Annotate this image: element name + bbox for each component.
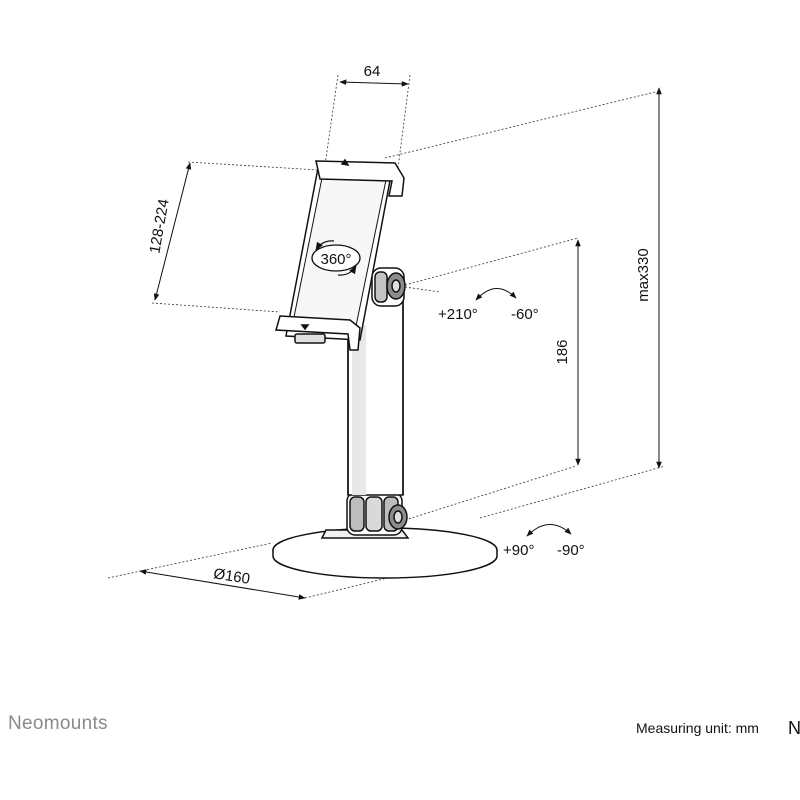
base-diameter-label: Ø160 (212, 565, 251, 588)
swivel-plus-label: +90° (503, 542, 534, 559)
brand-logo-text: Neomounts (8, 713, 108, 734)
max-height-label: max330 (635, 248, 652, 301)
tilt-down-label: -60° (511, 306, 539, 323)
tilt-up-label: +210° (438, 306, 478, 323)
dimension-lines (139, 79, 662, 600)
tilt-arc (475, 288, 517, 301)
clamp-width-label: 64 (364, 63, 381, 80)
lower-joint (346, 492, 408, 536)
measuring-unit-note: Measuring unit: mm (636, 720, 759, 736)
rotation-badge: 360° (311, 240, 361, 276)
upper-joint (371, 267, 406, 307)
swivel-minus-label: -90° (557, 542, 585, 559)
stand-base (272, 527, 498, 579)
cropped-edge-mark: N (788, 718, 800, 738)
rotation-label: 360° (320, 251, 351, 268)
swivel-arc (526, 524, 572, 537)
arm-height-label: 186 (554, 339, 571, 364)
stand-arm (347, 300, 404, 496)
